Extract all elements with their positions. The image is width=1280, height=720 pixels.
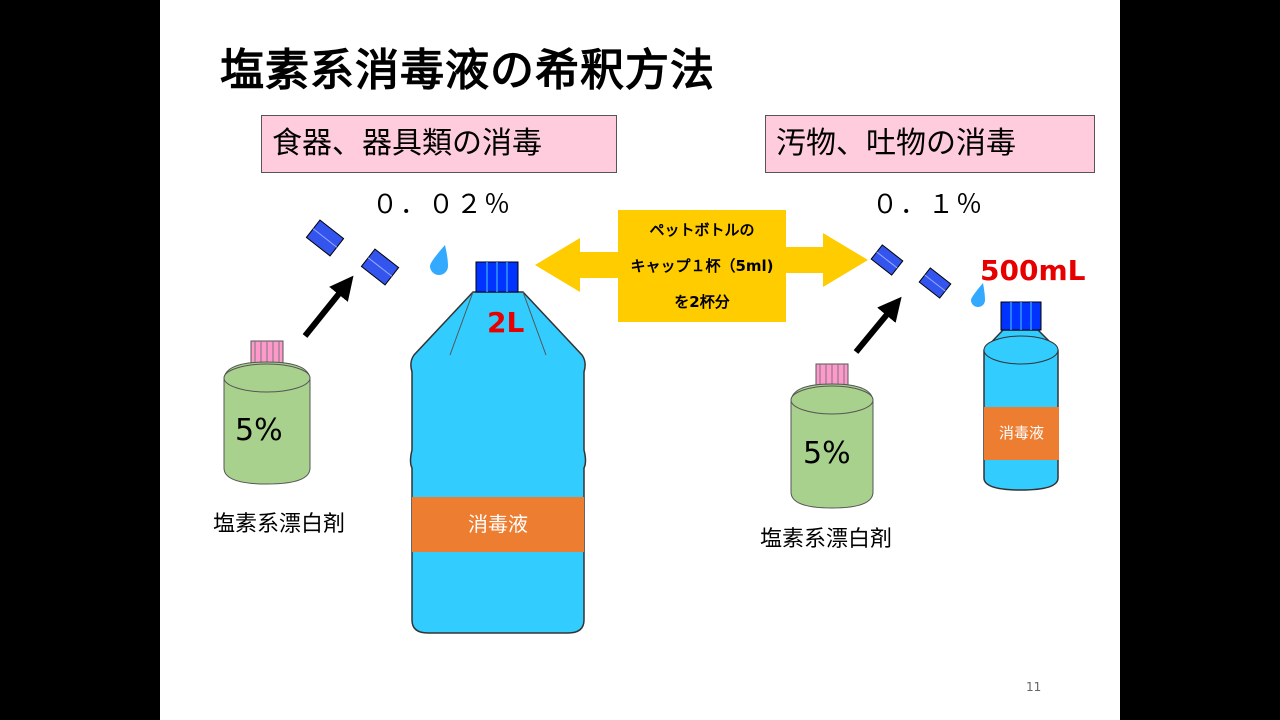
right-concentration: ０．１％ <box>872 190 985 220</box>
left-cap-dose-icon <box>360 248 400 286</box>
left-bleach-bottle-icon <box>223 340 311 485</box>
left-bleach-name: 塩素系漂白剤 <box>213 512 346 537</box>
cap-measure-line-3: を2杯分 <box>674 293 730 311</box>
double-arrow <box>535 233 868 292</box>
right-bleach-percent: 5% <box>803 436 851 471</box>
left-water-drop-icon <box>430 245 448 275</box>
cap-measure-line-2: キャップ１杯（5ml) <box>630 257 774 275</box>
left-bleach-percent: 5% <box>235 413 283 448</box>
right-bleach-name: 塩素系漂白剤 <box>760 527 893 552</box>
large-bottle-label: 消毒液 <box>412 497 584 552</box>
slide-title: 塩素系消毒液の希釈方法 <box>220 45 715 96</box>
right-cap-dose-icon <box>918 267 952 299</box>
right-pour-arrow <box>853 296 902 354</box>
cap-measure-note: ペットボトルの キャップ１杯（5ml) を2杯分 <box>618 210 786 322</box>
slide: 塩素系消毒液の希釈方法 食器、器具類の消毒 汚物、吐物の消毒 ０．０２％ ０．１… <box>160 0 1120 720</box>
left-heading: 食器、器具類の消毒 <box>261 115 617 173</box>
right-bleach-bottle-icon <box>790 363 874 509</box>
page-number: 11 <box>1026 680 1042 694</box>
small-bottle-label: 消毒液 <box>984 407 1059 460</box>
right-heading: 汚物、吐物の消毒 <box>765 115 1095 173</box>
right-water-drop-icon <box>971 283 985 307</box>
small-water-bottle-icon <box>983 301 1059 491</box>
left-concentration: ０．０２％ <box>372 190 513 220</box>
right-cap-dose-icon <box>870 244 904 276</box>
cap-measure-line-1: ペットボトルの <box>649 221 755 239</box>
small-bottle-volume: 500mL <box>980 254 1086 287</box>
left-pour-arrow <box>302 275 354 338</box>
left-cap-dose-icon <box>305 219 345 257</box>
illustration-layer <box>223 219 1059 634</box>
large-bottle-volume: 2L <box>487 306 525 339</box>
